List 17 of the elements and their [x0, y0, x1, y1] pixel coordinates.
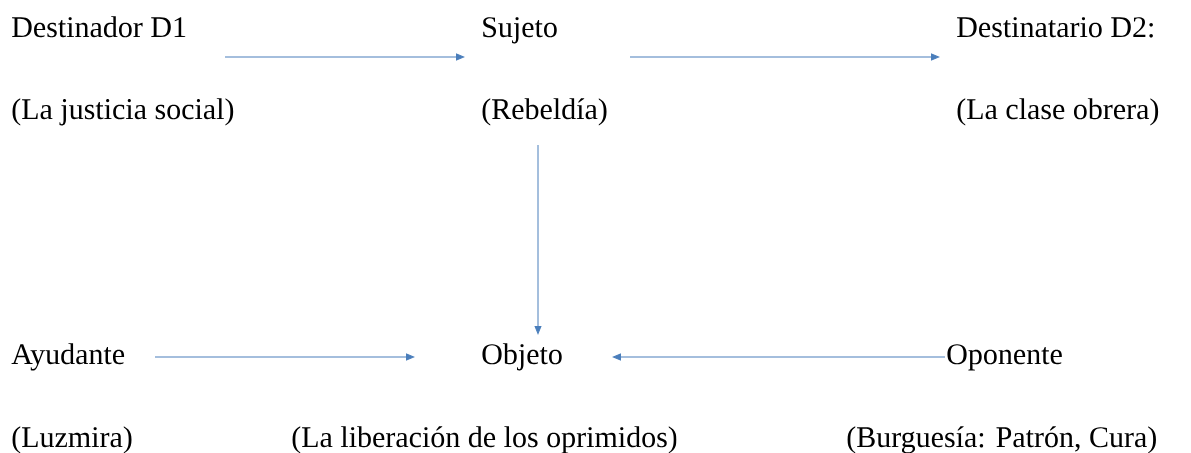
node-heading: Sujeto: [483, 17, 557, 44]
arrow: [154, 353, 415, 361]
arrow: [224, 53, 465, 61]
node-text: (Burguesía: Patrón, Cura): [847, 426, 1156, 453]
node-heading: Objeto: [482, 343, 562, 371]
arrow: [534, 144, 542, 335]
node-text: (Luzmira): [12, 426, 132, 453]
node-text: (La justicia social): [12, 98, 234, 126]
node-heading: Oponente: [947, 344, 1062, 371]
node-text: (Rebeldía): [482, 98, 607, 126]
node-text: (La liberación de los oprimidos): [292, 426, 677, 453]
node-heading: Ayudante: [11, 343, 125, 371]
node-heading: Destinatario D2:: [957, 17, 1153, 38]
arrow: [629, 53, 940, 61]
arrow: [612, 353, 946, 361]
node-text: (La clase obrera): [957, 98, 1159, 126]
node-heading: Destinador D1: [12, 16, 186, 38]
